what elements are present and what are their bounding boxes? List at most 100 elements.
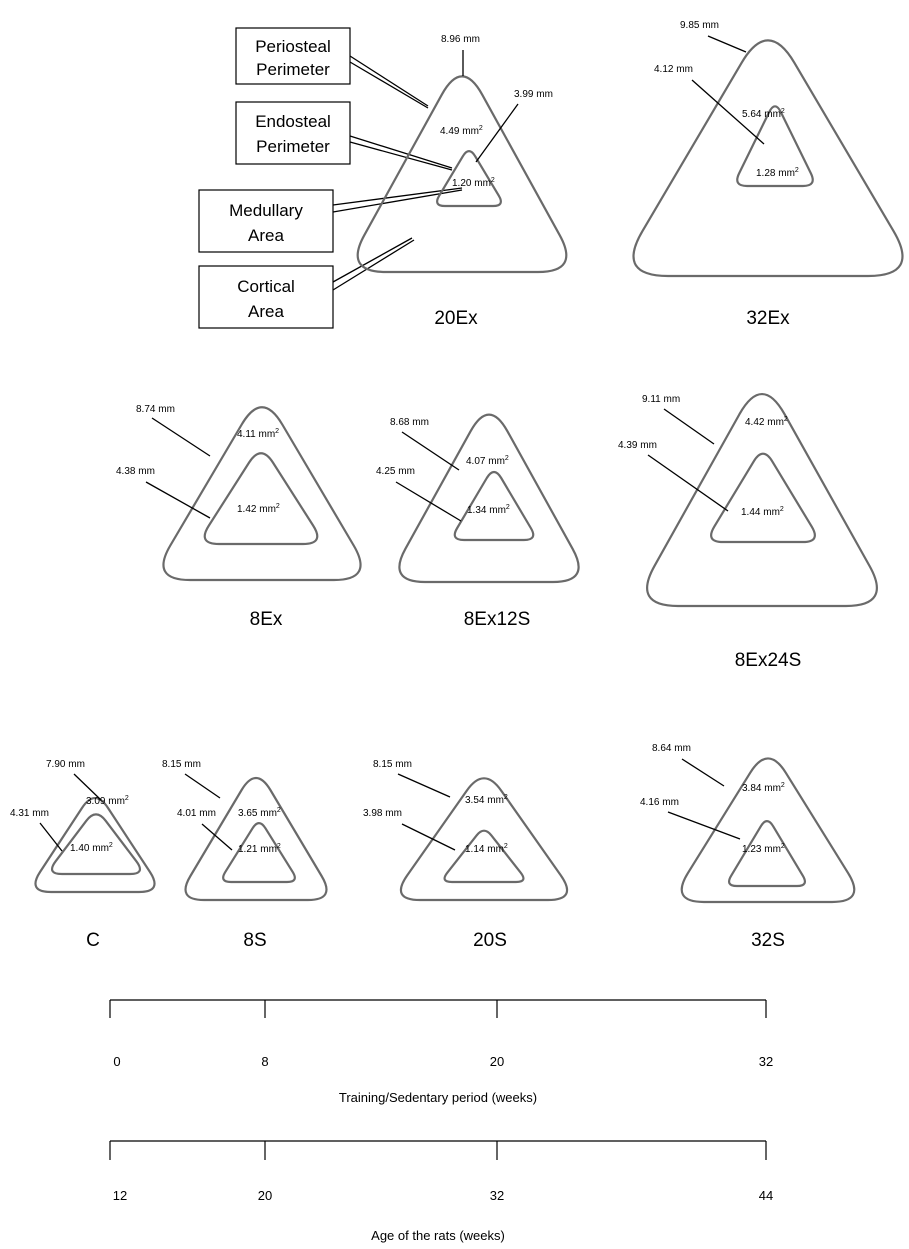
cortical-area-value: 4.07 mm <box>466 456 505 467</box>
group-C: 7.90 mm 4.31 mm 3.09 mm2 1.40 mm2 C <box>10 759 129 951</box>
leader-line <box>681 758 725 787</box>
periosteal-perimeter-value: 9.11 mm <box>642 394 680 405</box>
svg-text:1.42 mm2: 1.42 mm2 <box>237 503 280 515</box>
legend-text: Perimeter <box>256 137 330 156</box>
periosteal-boundary-32Ex <box>632 39 904 278</box>
leader-line <box>73 773 102 801</box>
endosteal-boundary-C <box>50 813 142 876</box>
group-label: 8S <box>243 930 266 951</box>
leader-line <box>397 773 451 798</box>
area-superscript: 2 <box>277 807 281 814</box>
leader-line <box>667 811 741 840</box>
periosteal-perimeter-value: 7.90 mm <box>46 759 85 770</box>
area-superscript: 2 <box>781 843 785 850</box>
periosteal-perimeter-value: 8.64 mm <box>652 743 691 754</box>
axis-tick-label: 32 <box>490 1188 504 1203</box>
legend-box-medullary: Medullary Area <box>198 189 334 253</box>
legend-text: Perimeter <box>256 60 330 79</box>
leader-line <box>349 55 429 107</box>
area-superscript: 2 <box>784 416 788 423</box>
endosteal-boundary-32Ex <box>736 105 814 188</box>
leader-line <box>39 822 63 852</box>
group-8Ex: 8.74 mm 4.38 mm 4.11 mm2 1.42 mm2 8Ex <box>116 404 283 630</box>
medullary-area-value: 1.23 mm <box>742 844 781 855</box>
legend-text: Endosteal <box>255 112 331 131</box>
endosteal-perimeter-value: 3.98 mm <box>363 808 402 819</box>
area-superscript: 2 <box>125 795 129 802</box>
group-32S: 8.64 mm 4.16 mm 3.84 mm2 1.23 mm2 32S <box>640 743 785 951</box>
periosteal-boundary-8Ex24S <box>646 393 878 608</box>
endosteal-perimeter-value: 4.25 mm <box>376 466 415 477</box>
medullary-area-value: 1.21 mm <box>238 844 277 855</box>
group-label: 8Ex24S <box>735 650 802 671</box>
endosteal-perimeter-value: 4.01 mm <box>177 808 216 819</box>
leader-line <box>332 237 413 283</box>
endosteal-perimeter-value: 4.38 mm <box>116 466 155 477</box>
axis-tick-label: 32 <box>759 1054 773 1069</box>
legend-text: Medullary <box>229 201 303 220</box>
leader-line <box>332 239 415 291</box>
medullary-area-value: 1.34 mm <box>467 505 506 516</box>
leader-line <box>332 187 463 206</box>
leader-line <box>349 61 429 109</box>
leader-line <box>145 481 211 519</box>
group-8Ex24S: 9.11 mm 4.39 mm 4.42 mm2 1.44 mm2 8Ex24S <box>618 394 801 671</box>
periosteal-boundary-32S <box>680 757 856 904</box>
endosteal-boundary-8Ex <box>203 452 319 546</box>
leader-line <box>663 408 715 445</box>
svg-text:3.84 mm2: 3.84 mm2 <box>742 782 785 794</box>
svg-text:4.42 mm2: 4.42 mm2 <box>745 416 788 428</box>
svg-text:5.64 mm2: 5.64 mm2 <box>742 108 785 120</box>
endosteal-boundary-20Ex <box>436 150 502 208</box>
area-superscript: 2 <box>491 177 495 184</box>
cortical-area-value: 5.64 mm <box>742 109 781 120</box>
axis-training: 0 8 20 32 Training/Sedentary period (wee… <box>109 999 773 1105</box>
area-superscript: 2 <box>479 125 483 132</box>
medullary-area-value: 1.14 mm <box>465 844 504 855</box>
medullary-area-value: 1.20 mm <box>452 178 491 189</box>
periosteal-perimeter-value: 8.15 mm <box>373 759 412 770</box>
svg-text:3.54 mm2: 3.54 mm2 <box>465 794 508 806</box>
svg-text:1.14 mm2: 1.14 mm2 <box>465 843 508 855</box>
svg-text:1.21 mm2: 1.21 mm2 <box>238 843 281 855</box>
periosteal-perimeter-value: 9.85 mm <box>680 20 719 31</box>
svg-text:1.23 mm2: 1.23 mm2 <box>742 843 785 855</box>
legend-box-periosteal: Periosteal Perimeter <box>235 27 351 85</box>
axis-tick-label: 44 <box>759 1188 773 1203</box>
area-superscript: 2 <box>504 843 508 850</box>
axis-tick-label: 20 <box>490 1054 504 1069</box>
area-superscript: 2 <box>795 167 799 174</box>
leader-line <box>475 103 519 163</box>
area-superscript: 2 <box>109 842 113 849</box>
axis-label: Age of the rats (weeks) <box>371 1228 505 1243</box>
group-label: 8Ex <box>250 609 283 630</box>
medullary-area-value: 1.42 mm <box>237 504 276 515</box>
medullary-area-value: 1.40 mm <box>70 843 109 854</box>
periosteal-perimeter-value: 8.96 mm <box>441 34 480 45</box>
legend-text: Periosteal <box>255 37 331 56</box>
endosteal-perimeter-value: 3.99 mm <box>514 89 553 100</box>
leader-line <box>647 454 729 512</box>
svg-text:1.28 mm2: 1.28 mm2 <box>756 167 799 179</box>
group-label: 8Ex12S <box>464 609 531 630</box>
area-superscript: 2 <box>780 506 784 513</box>
group-32Ex: 9.85 mm 4.12 mm 5.64 mm2 1.28 mm2 32Ex <box>654 20 799 329</box>
area-superscript: 2 <box>276 503 280 510</box>
cortical-area-value: 4.49 mm <box>440 126 479 137</box>
group-label: 20Ex <box>434 308 478 329</box>
legend-text: Area <box>248 226 284 245</box>
endosteal-boundary-8Ex24S <box>710 452 816 544</box>
group-label: 20S <box>473 930 507 951</box>
legend-box-endosteal: Endosteal Perimeter <box>235 101 351 165</box>
endosteal-perimeter-value: 4.16 mm <box>640 797 679 808</box>
leader-line <box>401 431 460 471</box>
area-superscript: 2 <box>781 782 785 789</box>
axis-age: 12 20 32 44 Age of the rats (weeks) <box>109 1140 773 1243</box>
svg-text:3.65 mm2: 3.65 mm2 <box>238 807 281 819</box>
area-superscript: 2 <box>781 108 785 115</box>
svg-text:1.40 mm2: 1.40 mm2 <box>70 842 113 854</box>
cortical-area-value: 3.65 mm <box>238 808 277 819</box>
axis-label: Training/Sedentary period (weeks) <box>339 1090 537 1105</box>
medullary-area-value: 1.44 mm <box>741 507 780 518</box>
